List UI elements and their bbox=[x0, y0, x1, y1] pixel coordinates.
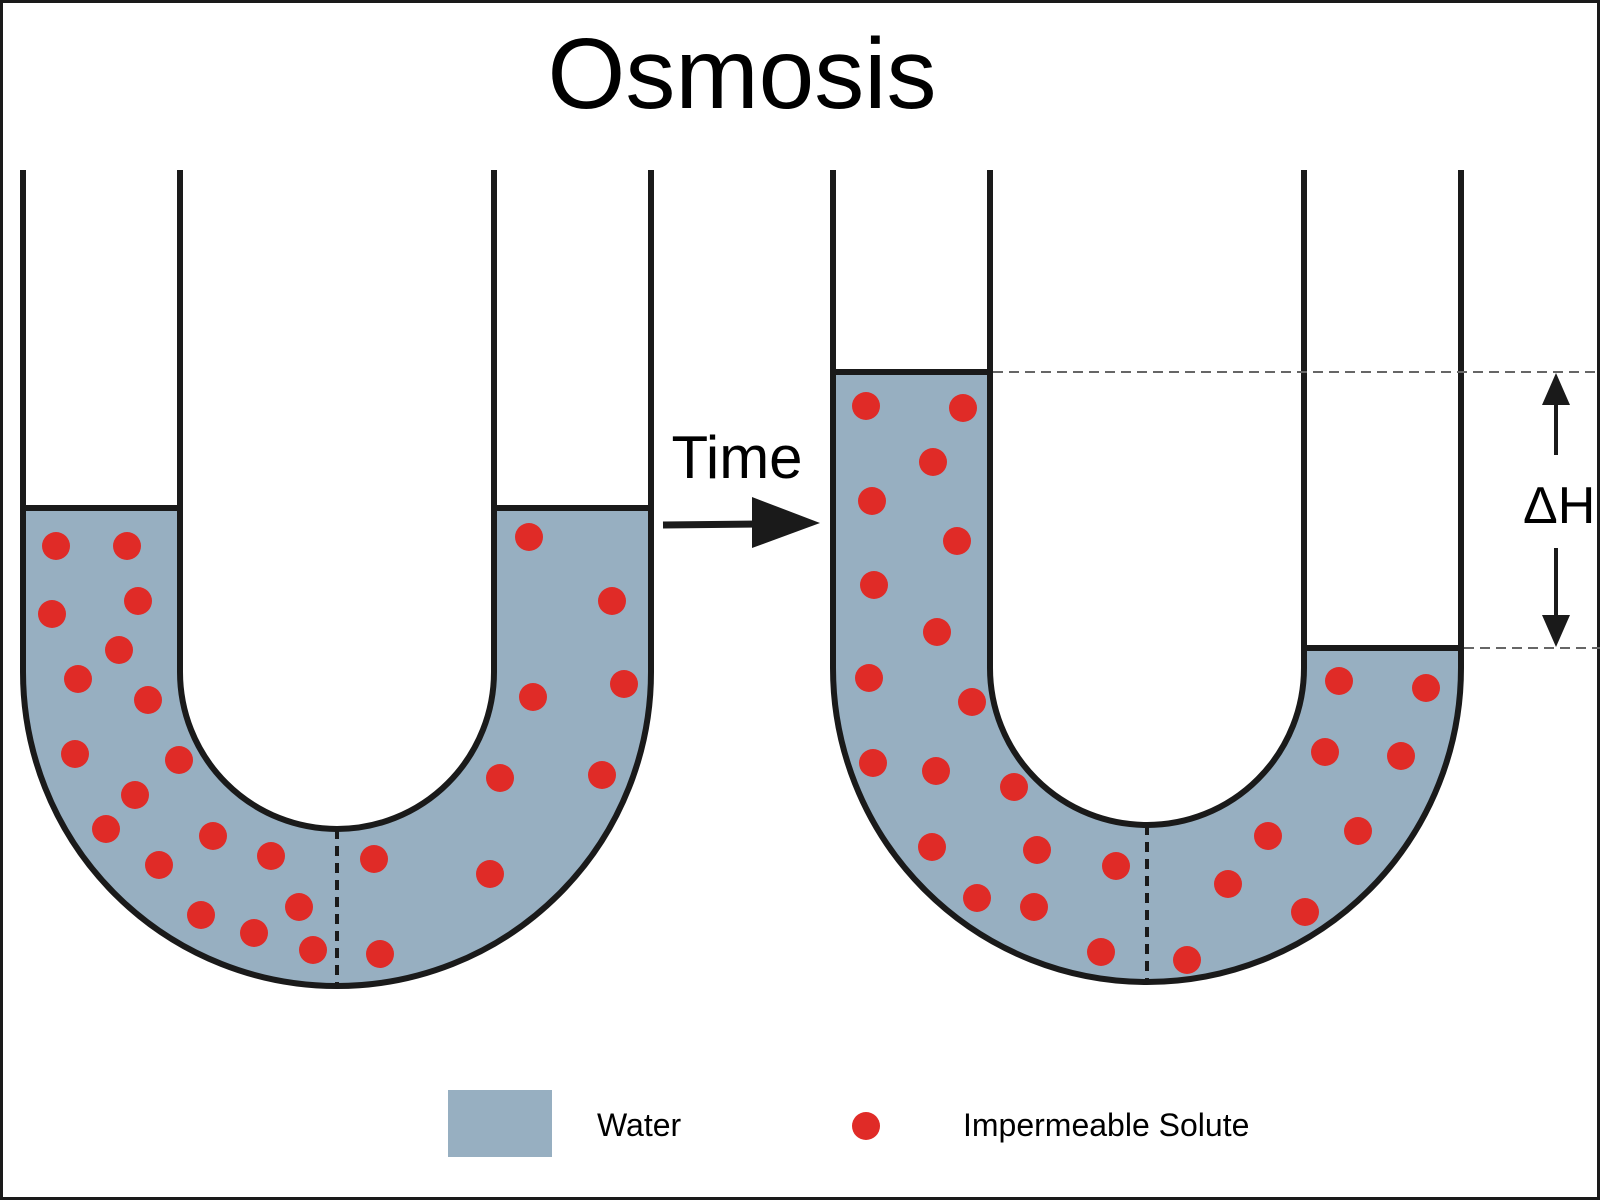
arrow-up-icon bbox=[1542, 373, 1570, 455]
solute-particle bbox=[92, 815, 120, 843]
solute-particle bbox=[366, 940, 394, 968]
solute-particle bbox=[199, 822, 227, 850]
solute-particle bbox=[134, 686, 162, 714]
solute-particle bbox=[919, 448, 947, 476]
solute-particle bbox=[1311, 738, 1339, 766]
solute-particle bbox=[598, 587, 626, 615]
solute-particle bbox=[64, 665, 92, 693]
solute-particle bbox=[165, 746, 193, 774]
solute-particle bbox=[852, 392, 880, 420]
solute-particle bbox=[61, 740, 89, 768]
solute-particle bbox=[610, 670, 638, 698]
solute-particle bbox=[1020, 893, 1048, 921]
delta-h-label: ΔH bbox=[1523, 477, 1595, 535]
solute-particle bbox=[105, 636, 133, 664]
solute-particle bbox=[42, 532, 70, 560]
legend: Water Impermeable Solute bbox=[448, 1090, 1249, 1157]
u-tube-initial bbox=[20, 170, 654, 989]
u-tube-final bbox=[830, 170, 1464, 985]
solute-particle bbox=[519, 683, 547, 711]
solute-particle bbox=[1087, 938, 1115, 966]
solute-particle bbox=[1344, 817, 1372, 845]
solute-particle bbox=[918, 833, 946, 861]
solute-particle bbox=[923, 618, 951, 646]
solute-particle bbox=[943, 527, 971, 555]
solute-particle bbox=[515, 523, 543, 551]
solute-particle bbox=[240, 919, 268, 947]
solute-particle bbox=[922, 757, 950, 785]
solute-particle bbox=[486, 764, 514, 792]
solute-particle bbox=[1214, 870, 1242, 898]
solute-particle bbox=[963, 884, 991, 912]
time-arrow-icon bbox=[662, 497, 820, 548]
solute-particle bbox=[1291, 898, 1319, 926]
solute-particle bbox=[285, 893, 313, 921]
solute-particles-final bbox=[852, 392, 1440, 974]
solute-particle bbox=[1412, 674, 1440, 702]
solute-particle bbox=[859, 749, 887, 777]
solute-particle bbox=[1173, 946, 1201, 974]
solute-particle bbox=[145, 851, 173, 879]
solute-particle bbox=[38, 600, 66, 628]
solute-particle bbox=[1023, 836, 1051, 864]
solute-particle bbox=[860, 571, 888, 599]
solute-particle bbox=[1387, 742, 1415, 770]
solute-particle bbox=[858, 487, 886, 515]
legend-water-swatch bbox=[448, 1090, 552, 1157]
solute-particle bbox=[187, 901, 215, 929]
arrow-down-icon bbox=[1542, 548, 1570, 647]
solute-particle bbox=[588, 761, 616, 789]
solute-particle bbox=[257, 842, 285, 870]
legend-solute-label: Impermeable Solute bbox=[963, 1107, 1249, 1143]
diagram-title: Osmosis bbox=[548, 18, 937, 130]
solute-particle bbox=[124, 587, 152, 615]
legend-water-label: Water bbox=[597, 1107, 682, 1143]
solute-particles-initial bbox=[38, 523, 638, 968]
solute-particle bbox=[476, 860, 504, 888]
height-difference-indicator: ΔH bbox=[993, 371, 1600, 649]
solute-particle bbox=[1254, 822, 1282, 850]
solute-particle bbox=[299, 936, 327, 964]
solute-particle bbox=[360, 845, 388, 873]
solute-particle bbox=[855, 664, 883, 692]
solute-particle bbox=[121, 781, 149, 809]
solute-particle bbox=[113, 532, 141, 560]
solute-particle bbox=[949, 394, 977, 422]
time-label: Time bbox=[671, 424, 802, 491]
legend-solute-dot-icon bbox=[852, 1112, 880, 1140]
solute-particle bbox=[1325, 667, 1353, 695]
solute-particle bbox=[1000, 773, 1028, 801]
solute-particle bbox=[1102, 852, 1130, 880]
solute-particle bbox=[958, 688, 986, 716]
